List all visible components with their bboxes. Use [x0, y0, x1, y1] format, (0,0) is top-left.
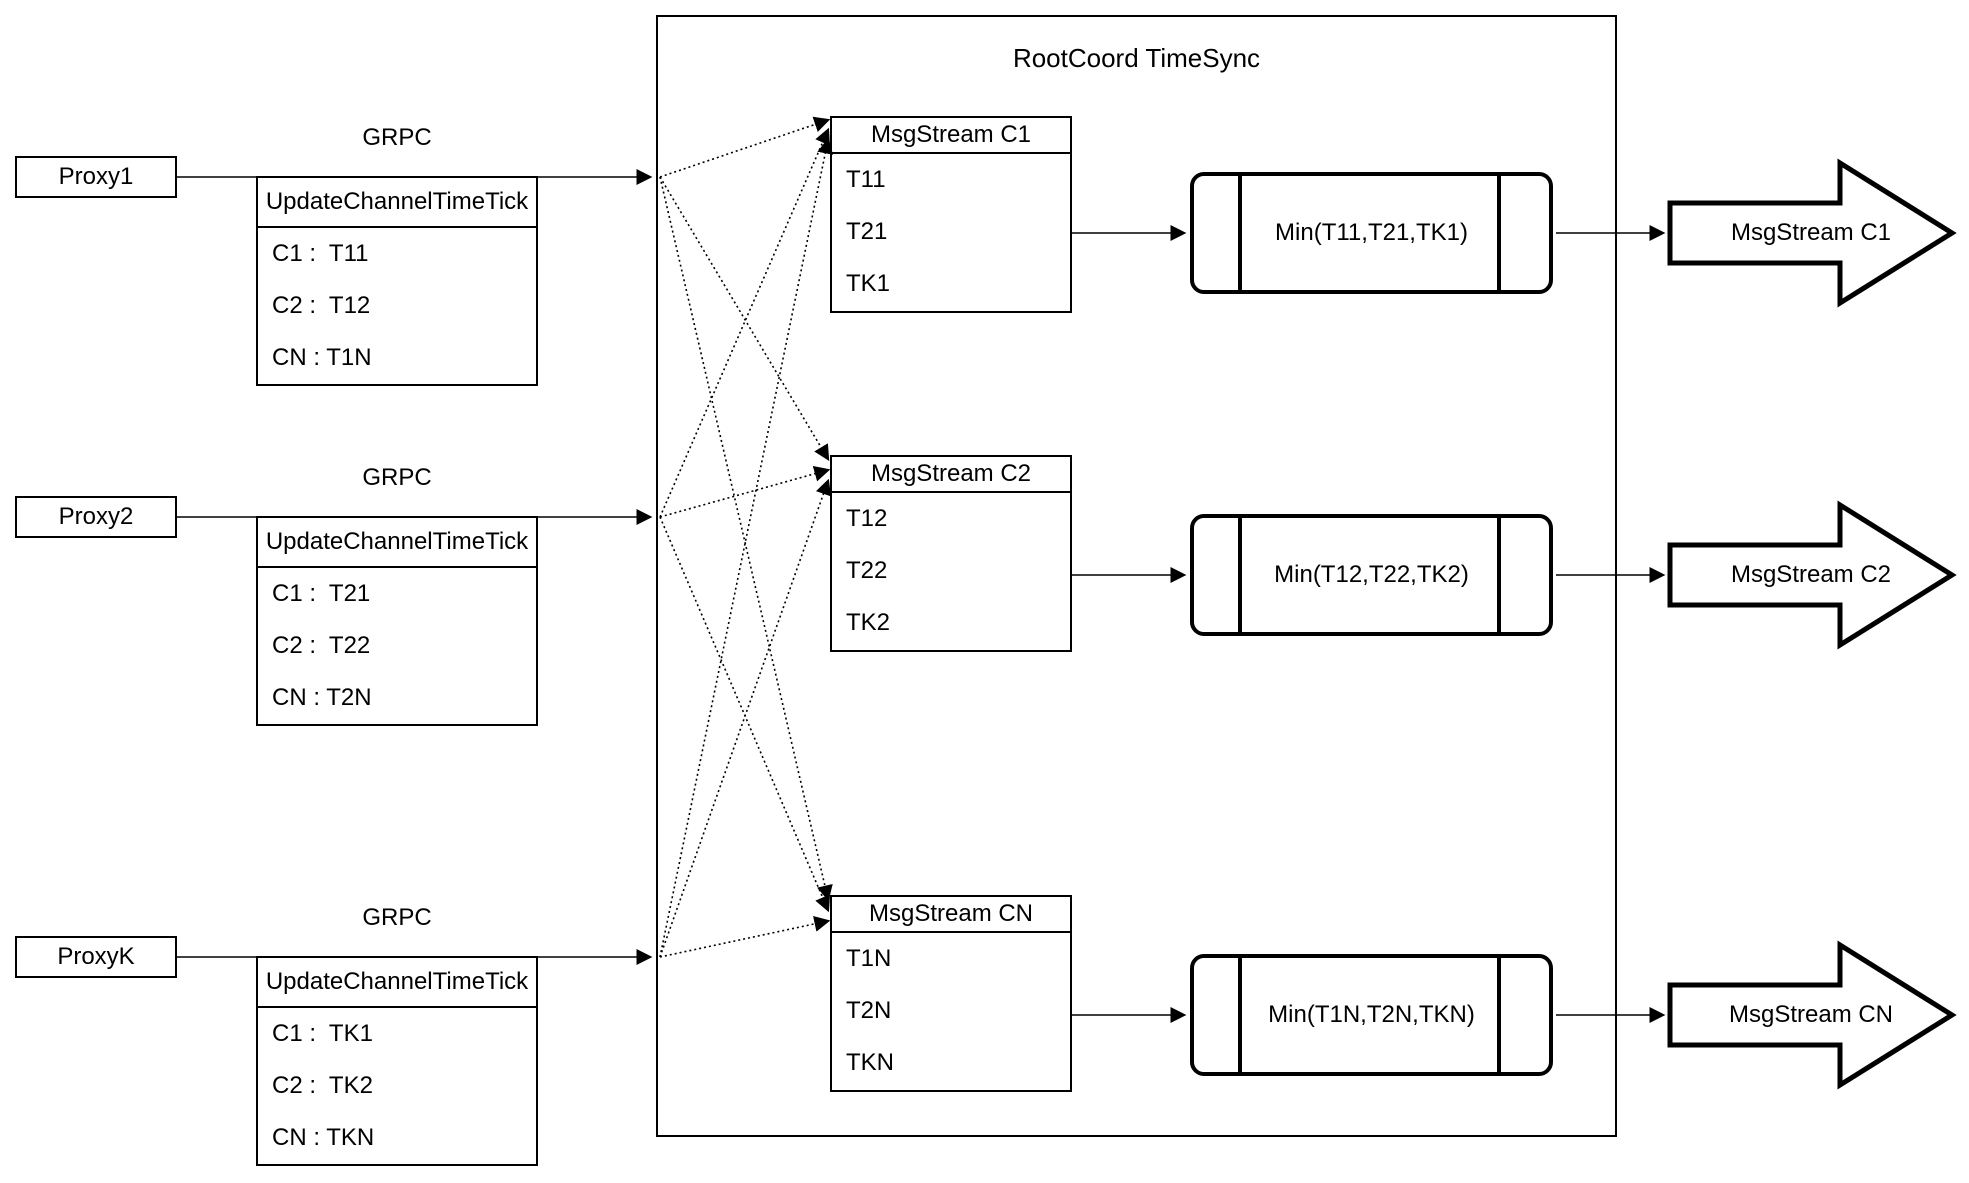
- process-bar-right: [1497, 958, 1501, 1072]
- min-process-box-cn: Min(T1N,T2N,TKN): [1190, 954, 1553, 1076]
- table-row: TKN: [846, 1049, 894, 1076]
- table-header: MsgStream C1: [832, 118, 1070, 154]
- table-row: C2 : T22: [272, 632, 371, 659]
- process-bar-left: [1238, 958, 1242, 1072]
- table-row: T2N: [846, 997, 892, 1024]
- table-row: CN : T2N: [272, 684, 372, 711]
- min-label: Min(T12,T22,TK2): [1274, 561, 1469, 588]
- process-bar-right: [1497, 518, 1501, 632]
- table-row: C1 : TK1: [272, 1020, 373, 1047]
- table-row: C2 : TK2: [272, 1072, 373, 1099]
- table-row: T22: [846, 557, 888, 584]
- table-header: UpdateChannelTimeTick: [258, 958, 536, 1008]
- table-row: T11: [846, 166, 886, 193]
- proxy1-box: Proxy1: [15, 156, 177, 198]
- update-timetick-table-proxy1: UpdateChannelTimeTick C1 : T11 C2 : T12 …: [256, 176, 538, 386]
- msgstream-buffer-table-c1: MsgStream C1 T11 T21 TK1: [830, 116, 1072, 313]
- table-row: T1N: [846, 945, 892, 972]
- grpc-label-1: GRPC: [362, 124, 432, 151]
- rootcoord-title: RootCoord TimeSync: [1012, 43, 1261, 73]
- table-header: MsgStream C2: [832, 457, 1070, 493]
- proxy1-label: Proxy1: [58, 163, 134, 190]
- grpc-label-3: GRPC: [362, 904, 432, 931]
- update-timetick-table-proxy2: UpdateChannelTimeTick C1 : T21 C2 : T22 …: [256, 516, 538, 726]
- proxy2-label: Proxy2: [58, 503, 134, 530]
- table-row: T12: [846, 505, 888, 532]
- table-header: UpdateChannelTimeTick: [258, 518, 536, 568]
- grpc-label-2: GRPC: [362, 464, 432, 491]
- min-label: Min(T11,T21,TK1): [1275, 219, 1468, 246]
- table-row: C2 : T12: [272, 292, 371, 319]
- table-row: TK1: [846, 270, 891, 297]
- min-label: Min(T1N,T2N,TKN): [1268, 1001, 1475, 1028]
- update-timetick-table-proxyk: UpdateChannelTimeTick C1 : TK1 C2 : TK2 …: [256, 956, 538, 1166]
- table-row: C1 : T11: [272, 240, 369, 267]
- msgstream-buffer-table-c2: MsgStream C2 T12 T22 TK2: [830, 455, 1072, 652]
- output-stream-label-c2: MsgStream C2: [1730, 561, 1892, 588]
- process-bar-right: [1497, 176, 1501, 290]
- table-row: TK2: [846, 609, 891, 636]
- table-row: T21: [846, 218, 888, 245]
- min-process-box-c1: Min(T11,T21,TK1): [1190, 172, 1553, 294]
- proxy2-box: Proxy2: [15, 496, 177, 538]
- table-header: UpdateChannelTimeTick: [258, 178, 536, 228]
- msgstream-buffer-table-cn: MsgStream CN T1N T2N TKN: [830, 895, 1072, 1092]
- rootcoord-timesync-box: RootCoord TimeSync: [656, 15, 1617, 1137]
- proxyk-label: ProxyK: [57, 943, 135, 970]
- output-stream-label-c1: MsgStream C1: [1730, 219, 1892, 246]
- table-row: CN : T1N: [272, 344, 372, 371]
- proxyk-box: ProxyK: [15, 936, 177, 978]
- process-bar-left: [1238, 518, 1242, 632]
- table-row: C1 : T21: [272, 580, 371, 607]
- process-bar-left: [1238, 176, 1242, 290]
- output-stream-label-cn: MsgStream CN: [1728, 1001, 1894, 1028]
- min-process-box-c2: Min(T12,T22,TK2): [1190, 514, 1553, 636]
- table-header: MsgStream CN: [832, 897, 1070, 933]
- table-row: CN : TKN: [272, 1124, 375, 1151]
